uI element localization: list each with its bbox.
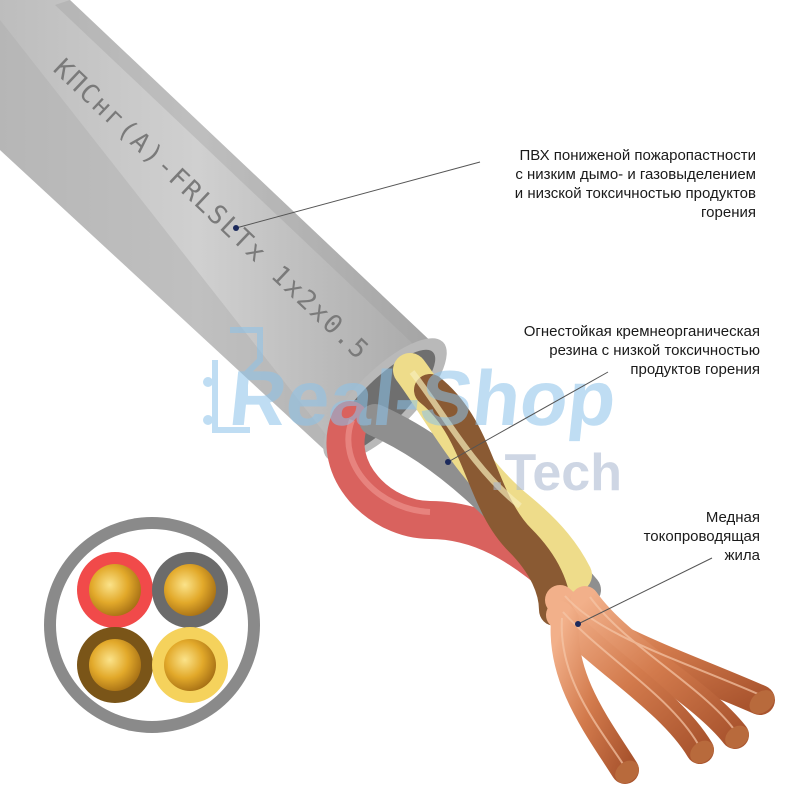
- callout-sheath: ПВХ пониженой пожаропастности с низким д…: [515, 146, 756, 222]
- callout-conductor: Медная токопроводящая жила: [644, 508, 760, 565]
- watermark-line2: .Tech: [490, 444, 622, 502]
- callout-sheath-line3: и низской токсичностью продуктов: [514, 185, 756, 202]
- core-brown: [414, 374, 571, 626]
- core-section-brown: [77, 627, 153, 703]
- copper-conductors: [545, 585, 775, 784]
- watermark: Real-Shop .Tech: [203, 327, 622, 502]
- callout-insulation-line1: Огнестойкая кремнеорганическая: [523, 323, 760, 340]
- core-section-red: [77, 552, 153, 628]
- core-section-yellow: [152, 627, 228, 703]
- callout-sheath-line2: с низким дымо- и газовыделением: [515, 166, 756, 183]
- leader-line-insulation: [447, 371, 609, 463]
- watermark-circuit-icon: [203, 327, 263, 433]
- leader-line-sheath: [235, 161, 481, 229]
- conductor-2: [571, 586, 749, 749]
- callout-sheath-line4: горения: [701, 204, 756, 221]
- callout-insulation-line2: резина с низкой токсичностью: [549, 342, 760, 359]
- twisted-cores: [326, 353, 601, 626]
- callout-insulation-line3: продуктов горения: [630, 361, 760, 378]
- cross-section: [44, 517, 260, 733]
- callout-sheath-line1: ПВХ пониженой пожаропастности: [519, 147, 756, 164]
- callout-insulation: Огнестойкая кремнеорганическая резина с …: [524, 322, 760, 379]
- core-section-grey: [152, 552, 228, 628]
- callout-conductor-line2: токопроводящая: [643, 528, 760, 545]
- watermark-line1: Real-Shop: [226, 354, 621, 442]
- leader-line-conductor: [577, 557, 713, 625]
- callout-conductor-line3: жила: [724, 547, 760, 564]
- leader-lines: [233, 161, 713, 627]
- callout-conductor-line1: Медная: [705, 509, 760, 526]
